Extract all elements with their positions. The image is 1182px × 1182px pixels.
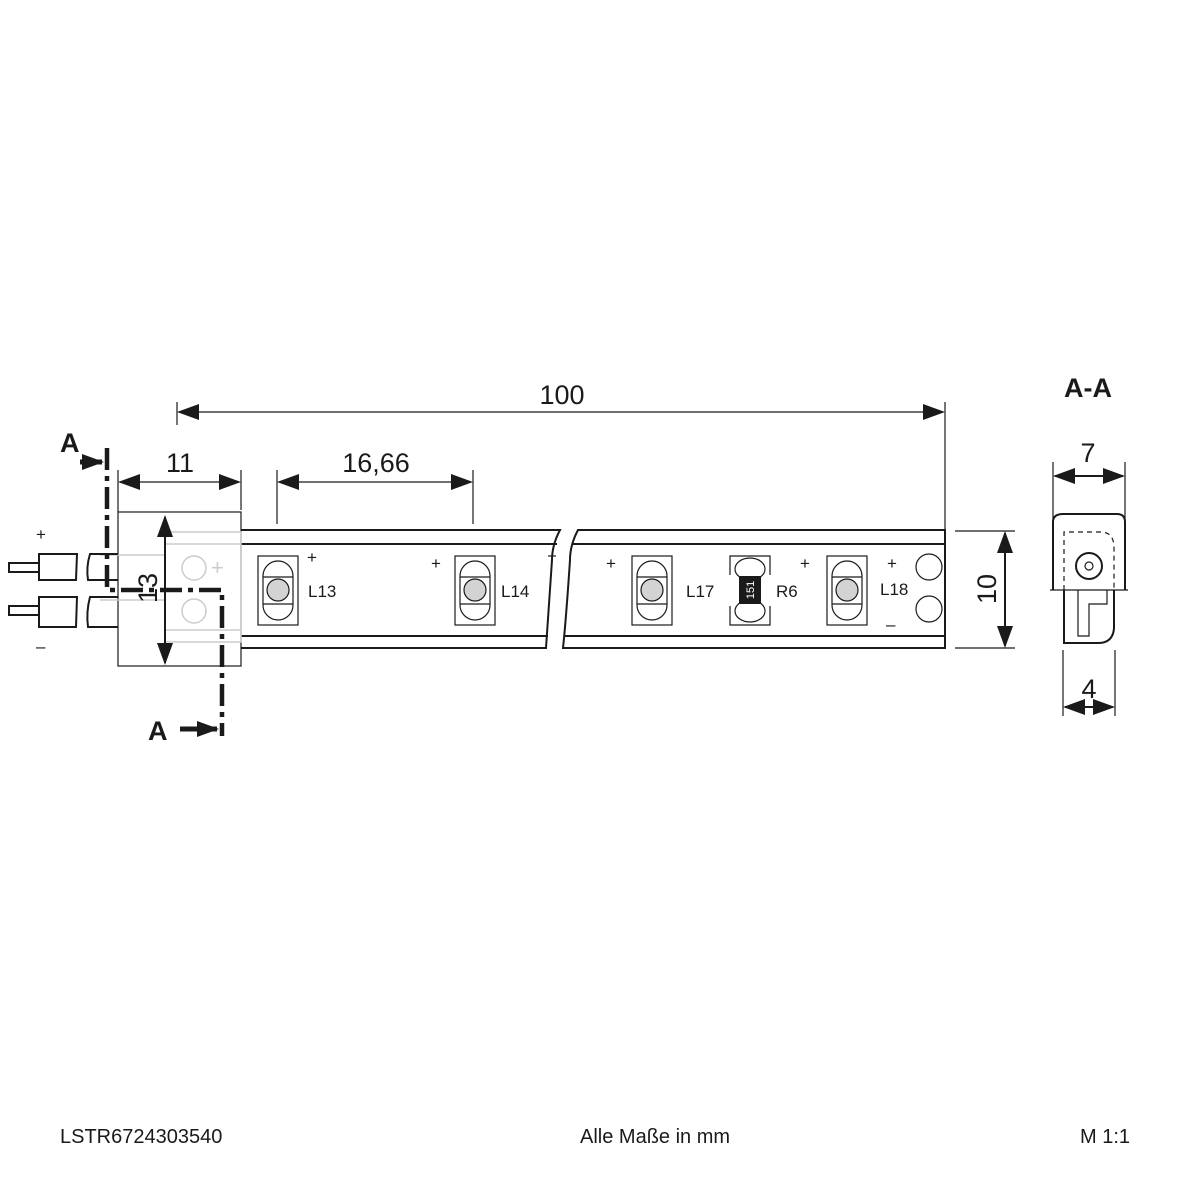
svg-text:11: 11: [166, 448, 194, 478]
svg-text:L13: L13: [308, 582, 336, 601]
dimension-connector-length: 11: [117, 448, 242, 512]
strip-body: [241, 529, 946, 649]
scale-note: M 1:1: [1080, 1126, 1130, 1148]
svg-text:+: +: [887, 554, 897, 573]
svg-text:A: A: [60, 428, 80, 458]
led-L14: L14 +: [431, 554, 529, 626]
svg-text:100: 100: [539, 380, 584, 410]
svg-text:+: +: [211, 555, 224, 580]
svg-text:16,66: 16,66: [342, 448, 410, 478]
svg-text:–: –: [886, 615, 896, 634]
connector: + + – 13: [8, 511, 242, 667]
svg-text:R6: R6: [776, 582, 798, 601]
section-cut-line: A A: [60, 428, 225, 746]
svg-text:4: 4: [1081, 674, 1096, 704]
svg-text:A-A: A-A: [1064, 373, 1112, 403]
wire-minus: [8, 596, 118, 628]
wire-plus: [8, 553, 118, 581]
article-number: LSTR6724303540: [60, 1126, 222, 1148]
led-L18: L18 +: [800, 554, 908, 626]
svg-text:151: 151: [745, 581, 757, 599]
dimension-strip-width: 10: [955, 530, 1015, 649]
svg-text:+: +: [431, 554, 441, 573]
svg-text:A: A: [148, 716, 168, 746]
solder-pads: + –: [886, 553, 943, 634]
svg-text:7: 7: [1080, 438, 1095, 468]
svg-text:10: 10: [972, 574, 1002, 604]
resistor-R6: 151 R6: [729, 555, 798, 626]
svg-text:L18: L18: [880, 580, 908, 599]
svg-text:+: +: [800, 554, 810, 573]
led-L13: L13 +: [257, 548, 336, 626]
svg-text:L17: L17: [686, 582, 714, 601]
dimension-led-pitch: 16,66: [276, 448, 474, 524]
wire-plus-label: +: [36, 525, 46, 544]
svg-text:+: +: [307, 548, 317, 567]
led-L17: L17 +: [606, 554, 714, 626]
wire-minus-label: –: [36, 637, 46, 656]
svg-text:L14: L14: [501, 582, 529, 601]
section-view-a-a: A-A 7 4: [1050, 373, 1128, 716]
dimension-total-length: 100: [176, 380, 946, 530]
units-note: Alle Maße in mm: [580, 1126, 730, 1148]
svg-text:+: +: [606, 554, 616, 573]
